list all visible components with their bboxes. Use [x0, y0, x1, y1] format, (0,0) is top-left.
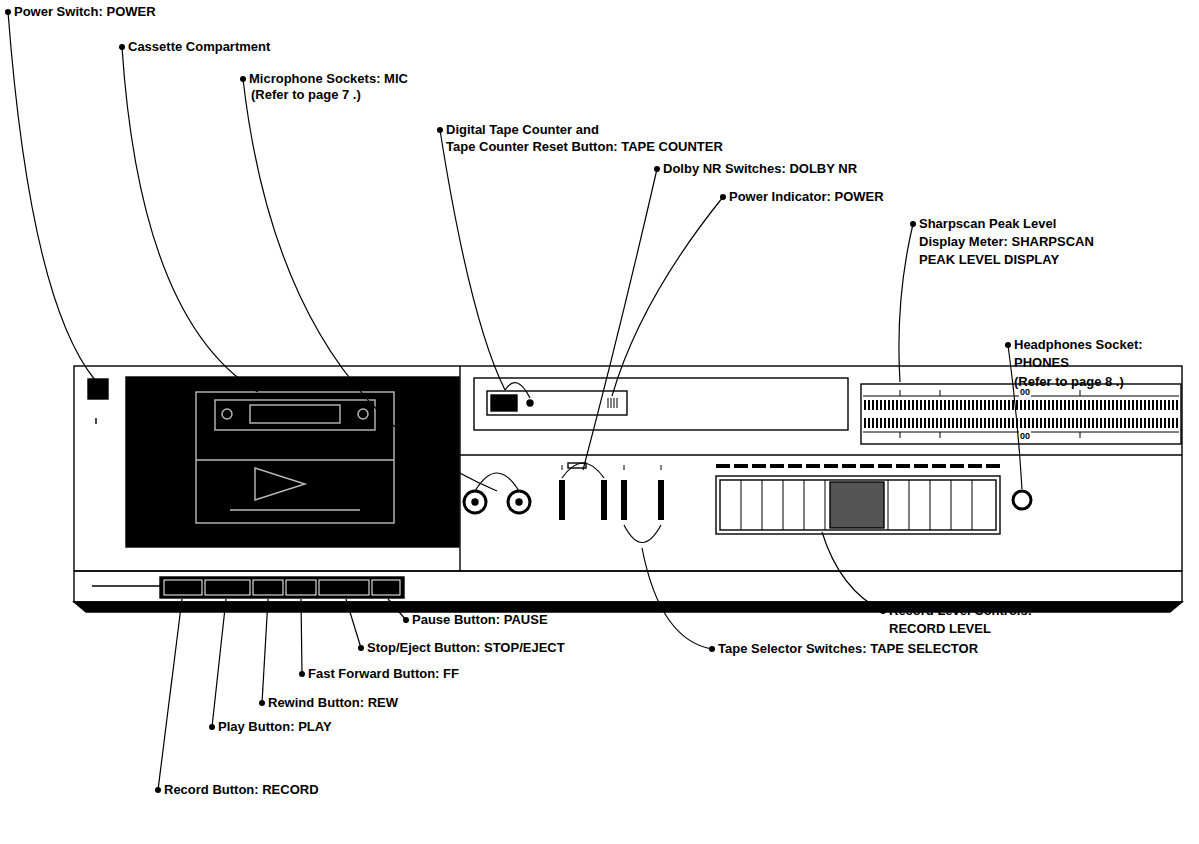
callout-label: Power Indicator: POWER [729, 189, 884, 204]
callout-label: Rewind Button: REW [268, 695, 398, 710]
callout-label: Pause Button: PAUSE [412, 612, 548, 627]
callout-label: Record Level Controls: [889, 603, 1032, 618]
callout-label: RECORD LEVEL [889, 621, 991, 636]
callout-label: Microphone Sockets: MIC [249, 71, 408, 86]
callout-label: Power Switch: POWER [14, 4, 156, 19]
meter-scale-number: 00 [1019, 387, 1031, 397]
callout-label: Digital Tape Counter and [446, 122, 599, 137]
callout-label: (Refer to page 7 .) [251, 87, 361, 102]
callout-label: Headphones Socket: [1014, 337, 1143, 352]
callout-label: Sharpscan Peak Level [919, 216, 1056, 231]
callout-label: Stop/Eject Button: STOP/EJECT [367, 640, 565, 655]
callout-label: PHONES [1014, 355, 1069, 370]
meter-scale-number: 00 [1019, 431, 1031, 441]
callout-label: Tape Counter Reset Button: TAPE COUNTER [446, 139, 723, 154]
callout-label: PEAK LEVEL DISPLAY [919, 252, 1059, 267]
callout-label: Display Meter: SHARPSCAN [919, 234, 1094, 249]
callout-label: Play Button: PLAY [218, 719, 332, 734]
callout-label: Fast Forward Button: FF [308, 666, 459, 681]
callout-label: Cassette Compartment [128, 39, 270, 54]
callout-label: Record Button: RECORD [164, 782, 319, 797]
callout-label: Tape Selector Switches: TAPE SELECTOR [718, 641, 978, 656]
callout-label: Dolby NR Switches: DOLBY NR [663, 161, 857, 176]
